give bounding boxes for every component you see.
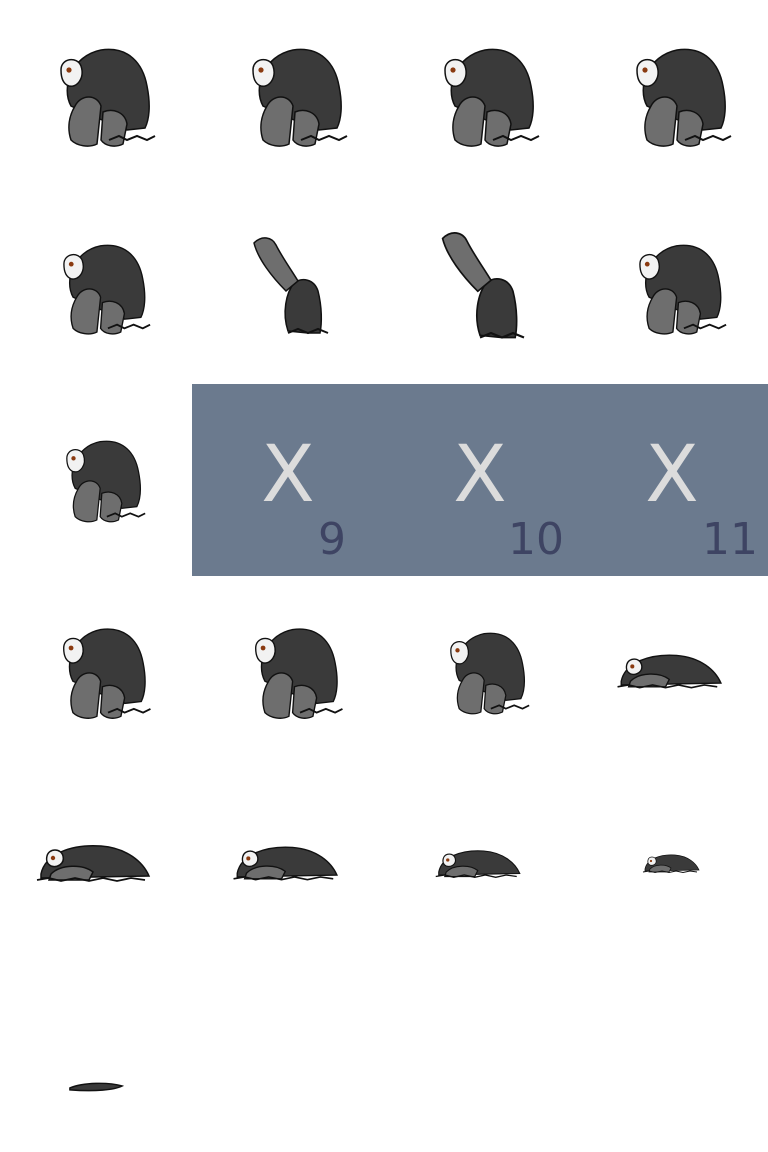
sprite-frame <box>192 192 384 384</box>
frame-number: 9 <box>318 514 346 565</box>
gorilla-sprite-icon <box>441 231 526 339</box>
sprite-frame <box>192 576 384 768</box>
gorilla-sprite-icon <box>62 244 152 335</box>
gorilla-sprite-icon <box>636 48 732 148</box>
gorilla-sprite-icon <box>252 48 348 148</box>
empty-frame-slot: X 10 <box>384 384 576 576</box>
frame-number: 10 <box>508 514 564 565</box>
gorilla-sprite-icon <box>639 244 727 335</box>
gorilla-sprite-icon <box>450 632 531 715</box>
gorilla-sprite-icon <box>254 628 344 720</box>
frame-number: 11 <box>702 514 758 565</box>
sprite-frame <box>0 192 192 384</box>
gorilla-sprite-icon <box>616 654 722 689</box>
sprite-frame <box>576 0 768 192</box>
gorilla-sprite-icon <box>435 849 521 878</box>
sprite-frame <box>384 576 576 768</box>
gorilla-sprite-icon <box>60 48 156 148</box>
empty-frame-slot: X 9 <box>192 384 384 576</box>
sprite-frame <box>384 768 576 960</box>
gorilla-sprite-icon <box>232 846 338 881</box>
empty-slot-mark: X <box>453 430 507 520</box>
sprite-frame <box>0 0 192 192</box>
sprite-frame <box>384 192 576 384</box>
gorilla-sprite-icon <box>253 236 329 334</box>
sprite-frame <box>0 768 192 960</box>
sprite-frame <box>576 576 768 768</box>
gorilla-sprite-icon <box>36 844 150 882</box>
sprite-frame <box>384 0 576 192</box>
gorilla-sprite-icon <box>65 440 146 523</box>
gorilla-sprite-icon <box>69 1082 123 1092</box>
sprite-frame <box>0 1020 192 1152</box>
sprite-frame <box>576 192 768 384</box>
sprite-frame <box>192 768 384 960</box>
gorilla-sprite-icon <box>642 854 699 873</box>
gorilla-sprite-icon <box>444 48 540 148</box>
gorilla-sprite-icon <box>62 628 152 720</box>
empty-slot-mark: X <box>261 430 315 520</box>
sprite-frame <box>576 768 768 960</box>
sprite-frame <box>0 384 192 576</box>
sprite-frame <box>192 0 384 192</box>
empty-frame-slot: X 11 <box>576 384 768 576</box>
sprite-frame <box>0 576 192 768</box>
empty-slot-mark: X <box>645 430 699 520</box>
